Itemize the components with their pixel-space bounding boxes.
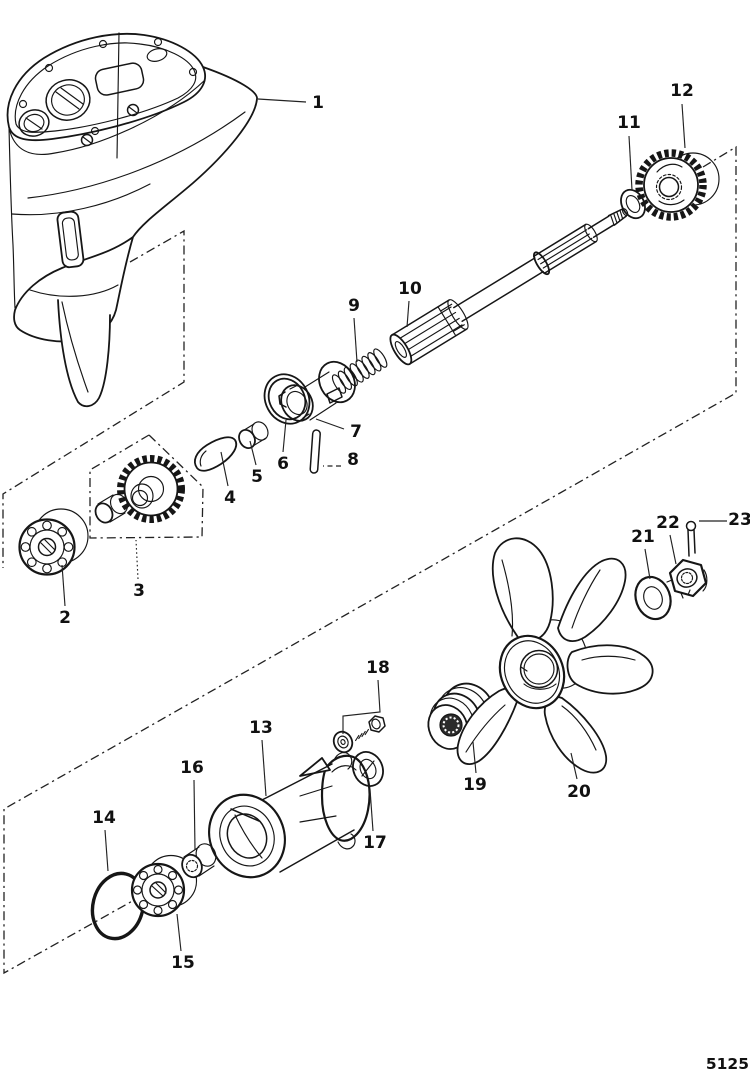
leader-line-12 <box>681 103 686 149</box>
callout-label-8: 8 <box>347 450 359 470</box>
part-13-bearing-carrier-drawing <box>208 751 371 879</box>
boundary-lower-assembly-boundary <box>3 145 737 975</box>
part-15-ball-bearing-drawing <box>130 854 198 918</box>
leader-line-16 <box>193 779 196 851</box>
callout-label-19: 19 <box>463 775 487 795</box>
boundary-housing-separator <box>2 229 185 568</box>
callout-label-16: 16 <box>180 758 204 778</box>
leader-line-7 <box>315 418 345 430</box>
callout-label-20: 20 <box>567 782 591 802</box>
parts-layer <box>6 32 720 941</box>
leader-line-10 <box>406 300 410 328</box>
callout-label-3: 3 <box>133 581 145 601</box>
leader-layer <box>61 98 727 952</box>
callout-label-11: 11 <box>617 113 641 133</box>
callout-label-2: 2 <box>59 608 71 628</box>
callout-label-13: 13 <box>249 718 273 738</box>
callout-label-22: 22 <box>656 513 680 533</box>
leader-line-1 <box>257 98 307 103</box>
leader-line-21 <box>644 548 651 580</box>
callout-label-12: 12 <box>670 81 694 101</box>
leader-line-5 <box>249 440 257 466</box>
callout-label-18: 18 <box>366 658 390 678</box>
leader-line-13 <box>261 739 267 797</box>
leader-line-11 <box>628 135 633 191</box>
leader-line-9 <box>353 317 358 363</box>
leader-line-18 <box>342 679 381 734</box>
callout-label-4: 4 <box>224 488 236 508</box>
diagram-code: 5125 <box>706 1055 749 1073</box>
part-1-gearcase-housing-drawing <box>6 32 258 408</box>
part-11-washer-drawing <box>620 188 646 220</box>
leader-line-2 <box>61 564 66 607</box>
part-5-bushing-drawing <box>238 421 269 449</box>
part-16-bushing-drawing <box>181 843 217 879</box>
leader-line-15 <box>176 913 182 952</box>
leader-line-4 <box>220 451 229 487</box>
leader-line-19 <box>472 741 477 774</box>
callout-label-21: 21 <box>631 527 655 547</box>
leader-line-17 <box>369 788 374 832</box>
part-7-clutch-dog-drawing <box>278 360 356 422</box>
part-2-ball-bearing-drawing <box>18 508 89 576</box>
callout-label-10: 10 <box>398 279 422 299</box>
leader-line-6 <box>282 419 287 453</box>
boundary-forward-gear-box <box>89 434 204 539</box>
callout-label-1: 1 <box>312 93 324 113</box>
callout-label-6: 6 <box>277 454 289 474</box>
part-23-cotter-pin-drawing <box>685 520 697 557</box>
callout-label-7: 7 <box>350 422 362 442</box>
leader-line-22 <box>669 534 677 565</box>
part-20-propeller-drawing <box>456 537 654 774</box>
callout-label-23: 23 <box>728 510 750 530</box>
leader-line-14 <box>104 829 109 872</box>
leader-line-3 <box>135 539 139 580</box>
part-3-forward-gear-drawing <box>94 455 185 524</box>
part-10-propeller-shaft-drawing <box>389 208 629 366</box>
part-18-bolt-washer-drawing <box>332 715 386 754</box>
callout-label-9: 9 <box>348 296 360 316</box>
boundary-layer <box>2 145 737 975</box>
leader-line-20 <box>570 752 578 780</box>
part-17-oil-seal-drawing <box>352 751 384 787</box>
callout-label-5: 5 <box>251 467 263 487</box>
part-22-prop-nut-drawing <box>666 558 708 599</box>
part-12-gear-drawing <box>635 149 720 221</box>
part-21-washer-drawing <box>634 575 672 621</box>
part-8-cross-pin-drawing <box>309 429 321 474</box>
callout-label-15: 15 <box>171 953 195 973</box>
part-4-cam-follower-drawing <box>194 436 238 472</box>
callout-label-14: 14 <box>92 808 116 828</box>
callout-label-17: 17 <box>363 833 387 853</box>
